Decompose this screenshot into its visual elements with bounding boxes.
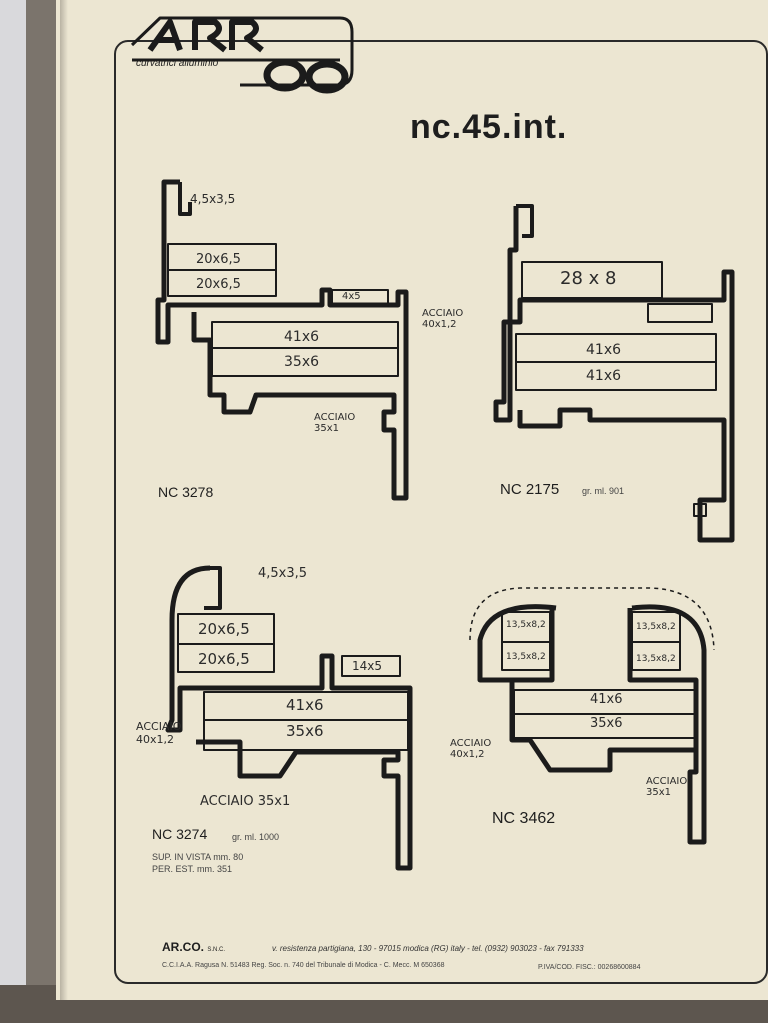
sheet-shadow xyxy=(60,0,68,1000)
profile-label: 41x6 xyxy=(586,368,622,384)
profile-label: 4x5 xyxy=(342,291,361,302)
profile-label: ACCIAIO 35x1 xyxy=(646,776,688,798)
profile-label: ACCIAIO 40x1,2 xyxy=(422,308,464,330)
profile-code: NC 3274 xyxy=(152,826,208,842)
profile-label: 20x6,5 xyxy=(198,650,250,668)
profile-label: ACCIAIO 35x1 xyxy=(314,412,356,434)
profile-label: 41x6 xyxy=(586,342,622,358)
logo-mark xyxy=(130,16,354,94)
page-title: nc.45.int. xyxy=(410,108,568,146)
profile-label: 13,5x8,2 xyxy=(506,620,546,630)
profile-label: 35x6 xyxy=(590,716,623,731)
footer-address: v. resistenza partigiana, 130 - 97015 mo… xyxy=(272,944,584,953)
footer-company-name: AR.CO. xyxy=(162,940,204,954)
profile-label: 13,5x8,2 xyxy=(506,652,546,662)
profile-label: ACCIAIO 35x1 xyxy=(200,794,291,809)
page-frame xyxy=(114,40,768,984)
logo-tagline: curvatrici alluminio xyxy=(136,58,219,69)
profile-code: NC 2175 xyxy=(500,481,560,498)
profile-label: 4,5x3,5 xyxy=(258,566,308,581)
profile-label: 28 x 8 xyxy=(560,268,617,289)
profile-label: 35x6 xyxy=(284,354,320,370)
profile-label: 4,5x3,5 xyxy=(190,192,236,206)
profile-label: 41x6 xyxy=(286,696,324,714)
profile-label: ACCIAIO 40x1,2 xyxy=(136,720,182,746)
profile-nc3278 xyxy=(155,179,409,501)
profile-label: 41x6 xyxy=(284,329,320,345)
profile-sup-line: SUP. IN VISTA mm. 80 xyxy=(152,852,244,862)
binder-cover xyxy=(26,0,56,1023)
profile-label: 20x6,5 xyxy=(198,620,250,638)
profile-nc2175 xyxy=(493,204,735,543)
footer-vat: P.IVA/COD. FISC.: 00268600884 xyxy=(538,964,641,971)
profile-label: 20x6,5 xyxy=(196,252,241,267)
profile-weight: gr. ml. 1000 xyxy=(232,832,280,842)
profile-label: 13,5x8,2 xyxy=(636,622,676,632)
footer-company: AR.CO. S.N.C. xyxy=(162,940,225,954)
footer-company-suffix: S.N.C. xyxy=(207,947,226,953)
profile-code: NC 3462 xyxy=(492,810,556,827)
binder-edge xyxy=(0,0,26,1023)
profile-weight: gr. ml. 901 xyxy=(582,486,625,496)
profile-label: ACCIAIO 40x1,2 xyxy=(450,738,492,760)
profile-label: 20x6,5 xyxy=(196,277,241,292)
profile-label: 41x6 xyxy=(590,692,623,707)
profile-label: 13,5x8,2 xyxy=(636,654,676,664)
profile-code: NC 3278 xyxy=(158,484,214,500)
profile-label: 35x6 xyxy=(286,722,324,740)
profile-nc3274 xyxy=(165,565,413,871)
profile-sup-line: PER. EST. mm. 351 xyxy=(152,864,233,874)
footer-registry: C.C.I.A.A. Ragusa N. 51483 Reg. Soc. n. … xyxy=(162,962,445,969)
profile-label: 14x5 xyxy=(352,659,383,673)
profile-nc3462 xyxy=(469,587,715,845)
